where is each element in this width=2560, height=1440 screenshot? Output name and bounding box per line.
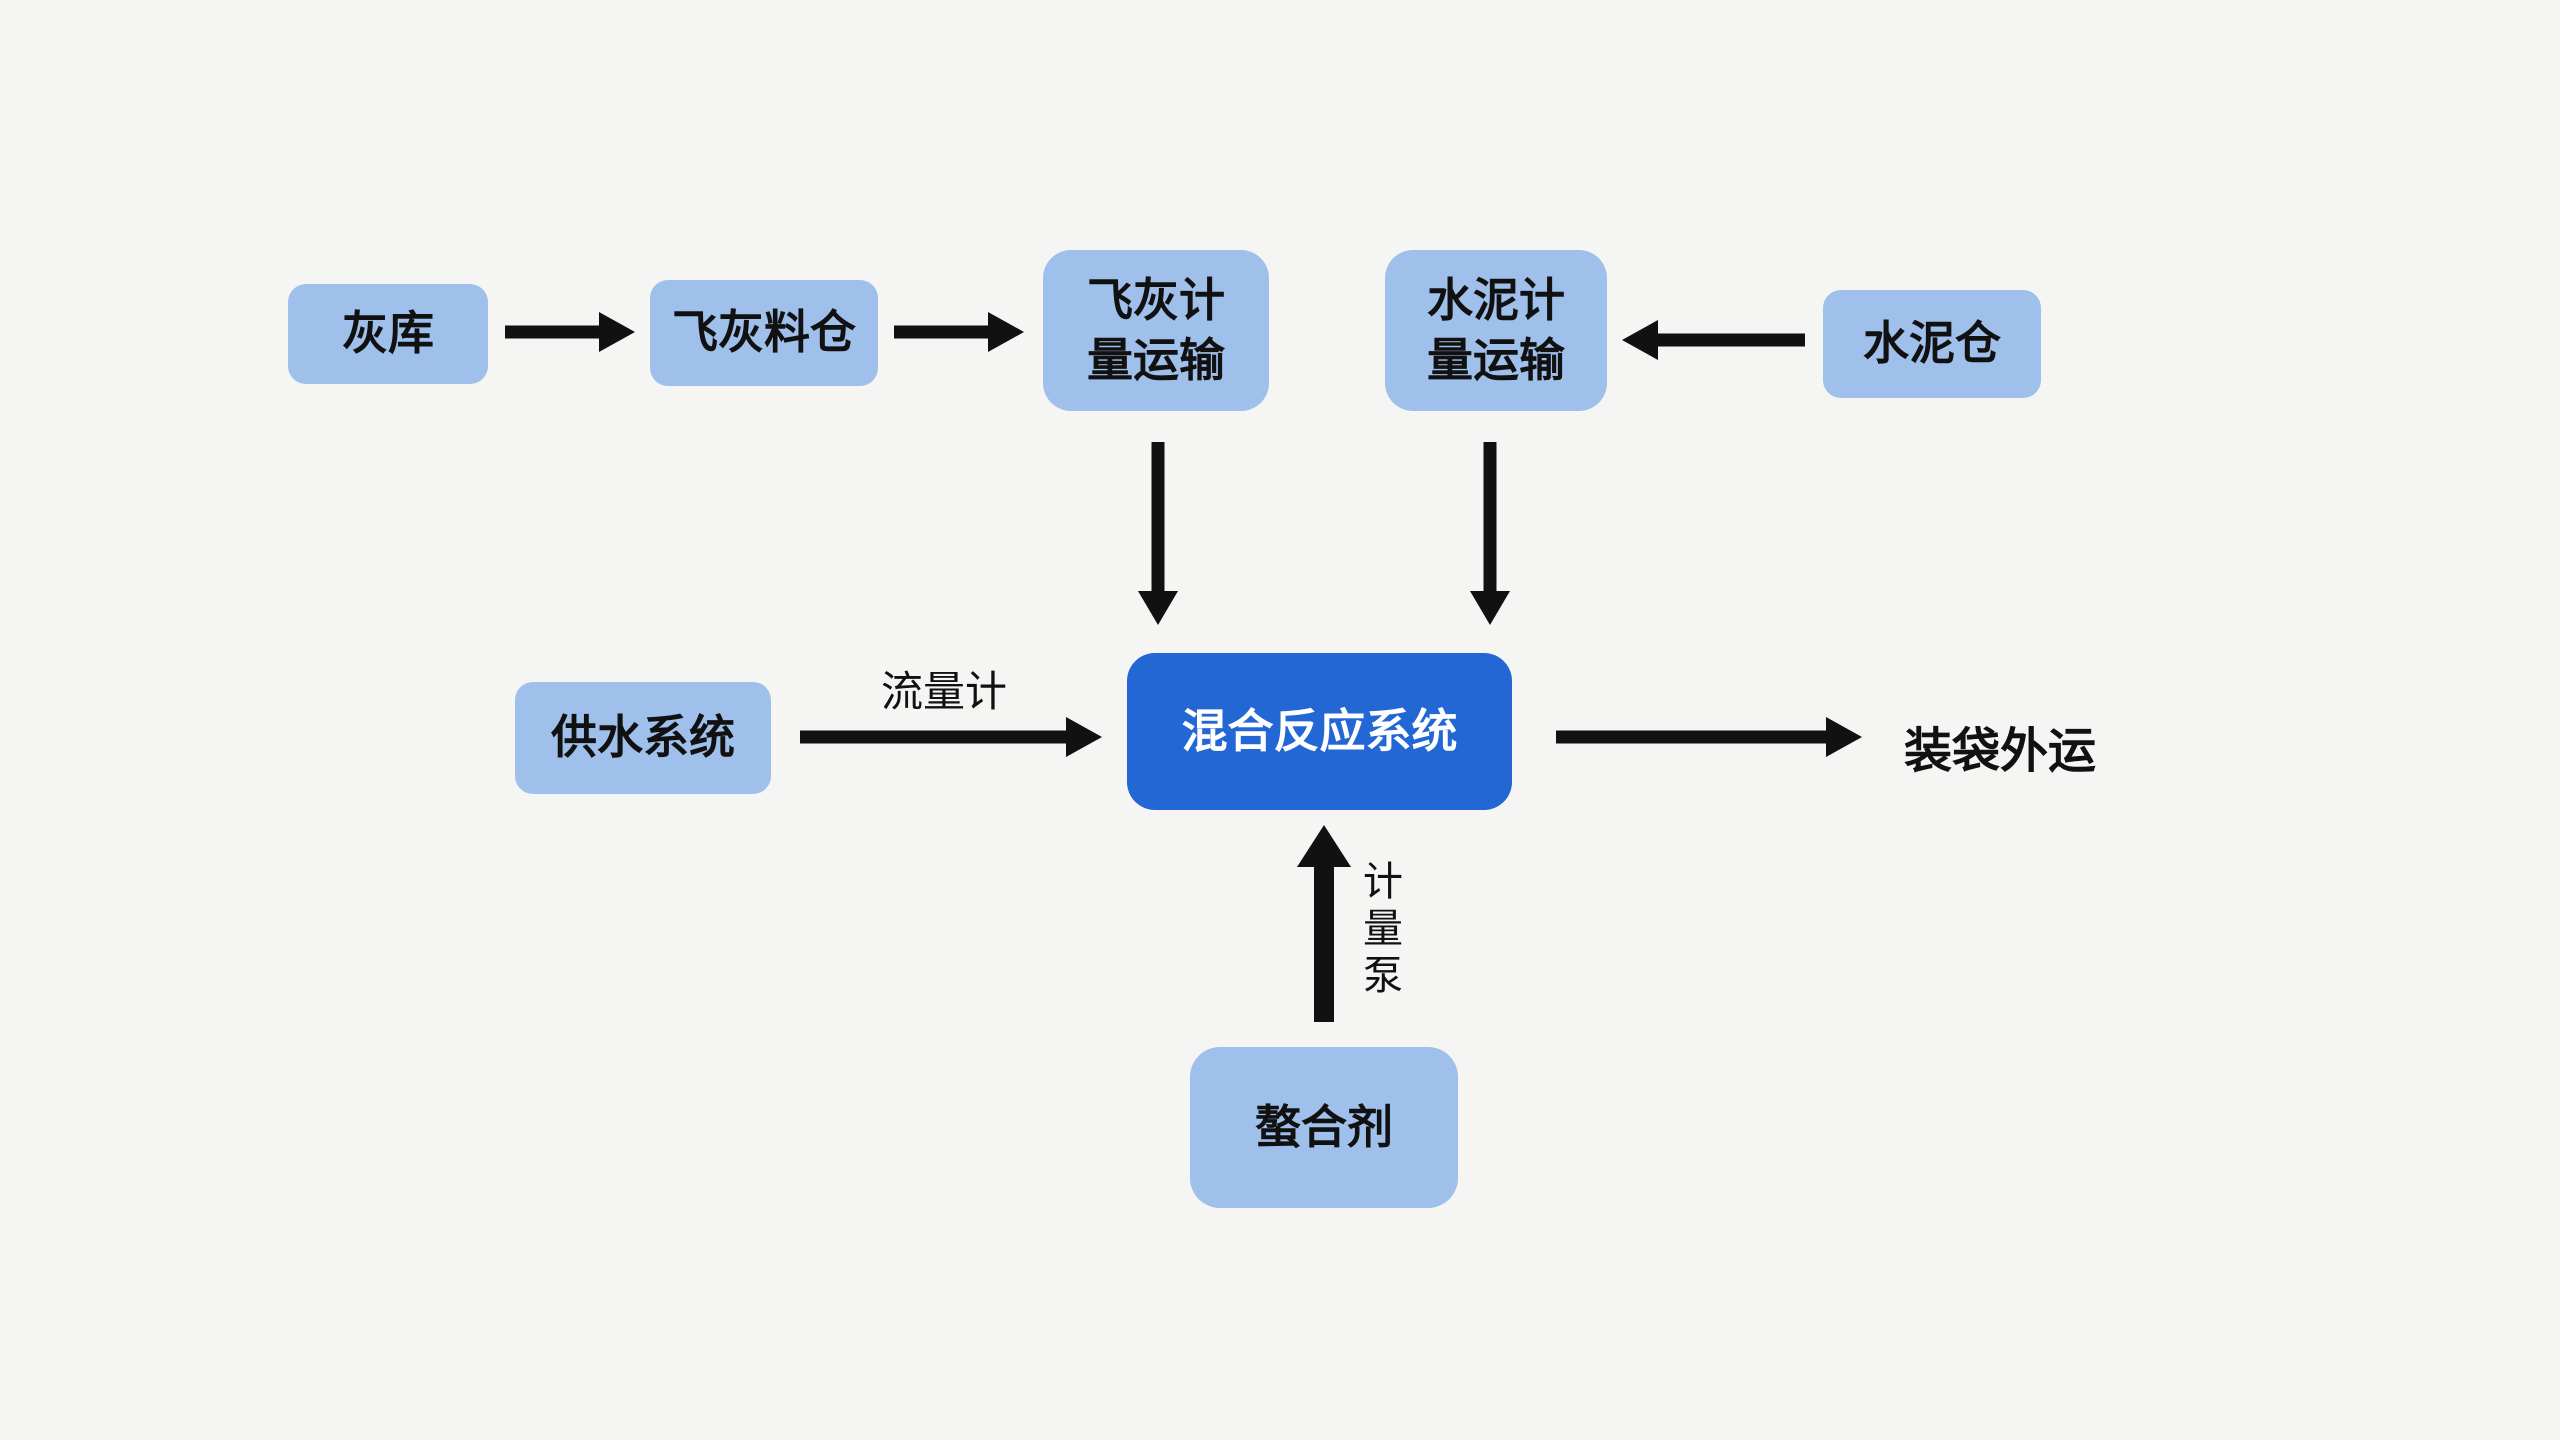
arrow-water-supply-to-mixing — [800, 716, 1102, 758]
node-cement-metering-transport: 水泥计 量运输 — [1385, 250, 1607, 411]
arrow-head-right-icon — [599, 312, 635, 352]
arrow-shaft — [1151, 442, 1165, 595]
node-mixing-reaction-label: 混合反应系统 — [1181, 704, 1458, 757]
arrow-cement-silo-to-cement-metering — [1622, 319, 1805, 361]
node-cement-metering-line1: 水泥计 — [1427, 273, 1565, 326]
node-water-supply-system: 供水系统 — [515, 682, 771, 794]
node-ash-warehouse-label: 灰库 — [342, 307, 434, 360]
arrow-head-right-icon — [1066, 717, 1102, 757]
arrow-head-right-icon — [988, 312, 1024, 352]
arrow-fly-ash-metering-to-mixing — [1137, 442, 1179, 625]
arrow-shaft — [800, 730, 1072, 744]
node-cement-silo-label: 水泥仓 — [1863, 317, 2001, 370]
arrow-shaft — [1314, 861, 1334, 1022]
arrow-cement-metering-to-mixing — [1469, 442, 1511, 625]
node-ash-warehouse: 灰库 — [288, 284, 488, 384]
arrow-fly-ash-silo-to-fly-ash-metering — [894, 311, 1024, 353]
node-fly-ash-silo-label: 飞灰料仓 — [672, 306, 856, 359]
arrow-shaft — [1483, 442, 1497, 595]
edge-label-flow-meter: 流量计 — [880, 668, 1007, 715]
arrow-head-up-icon — [1297, 825, 1351, 867]
arrow-head-right-icon — [1826, 717, 1862, 757]
node-chelating-agent-label: 螯合剂 — [1255, 1100, 1393, 1153]
arrow-chelating-to-mixing — [1297, 825, 1351, 1022]
arrow-head-down-icon — [1470, 591, 1510, 625]
node-fly-ash-metering-line1: 飞灰计 — [1087, 273, 1225, 326]
node-cement-metering-line2: 量运输 — [1427, 333, 1565, 386]
label-bagging-transport: 装袋外运 — [1903, 725, 2096, 778]
node-chelating-agent: 螯合剂 — [1190, 1047, 1458, 1208]
arrow-shaft — [1652, 333, 1805, 347]
arrow-mixing-to-bagging — [1556, 716, 1862, 758]
node-fly-ash-silo: 飞灰料仓 — [650, 280, 878, 386]
node-mixing-reaction-system: 混合反应系统 — [1127, 653, 1512, 810]
arrow-shaft — [505, 325, 605, 339]
arrow-head-left-icon — [1622, 320, 1658, 360]
arrow-shaft — [894, 325, 994, 339]
arrow-ash-warehouse-to-fly-ash-silo — [505, 311, 635, 353]
node-cement-silo: 水泥仓 — [1823, 290, 2041, 398]
arrow-head-down-icon — [1138, 591, 1178, 625]
edge-label-metering-pump: 计量泵 — [1357, 860, 1401, 1001]
node-water-supply-label: 供水系统 — [551, 711, 735, 764]
arrow-shaft — [1556, 730, 1832, 744]
node-fly-ash-metering-transport: 飞灰计 量运输 — [1043, 250, 1269, 411]
node-fly-ash-metering-line2: 量运输 — [1087, 333, 1225, 386]
